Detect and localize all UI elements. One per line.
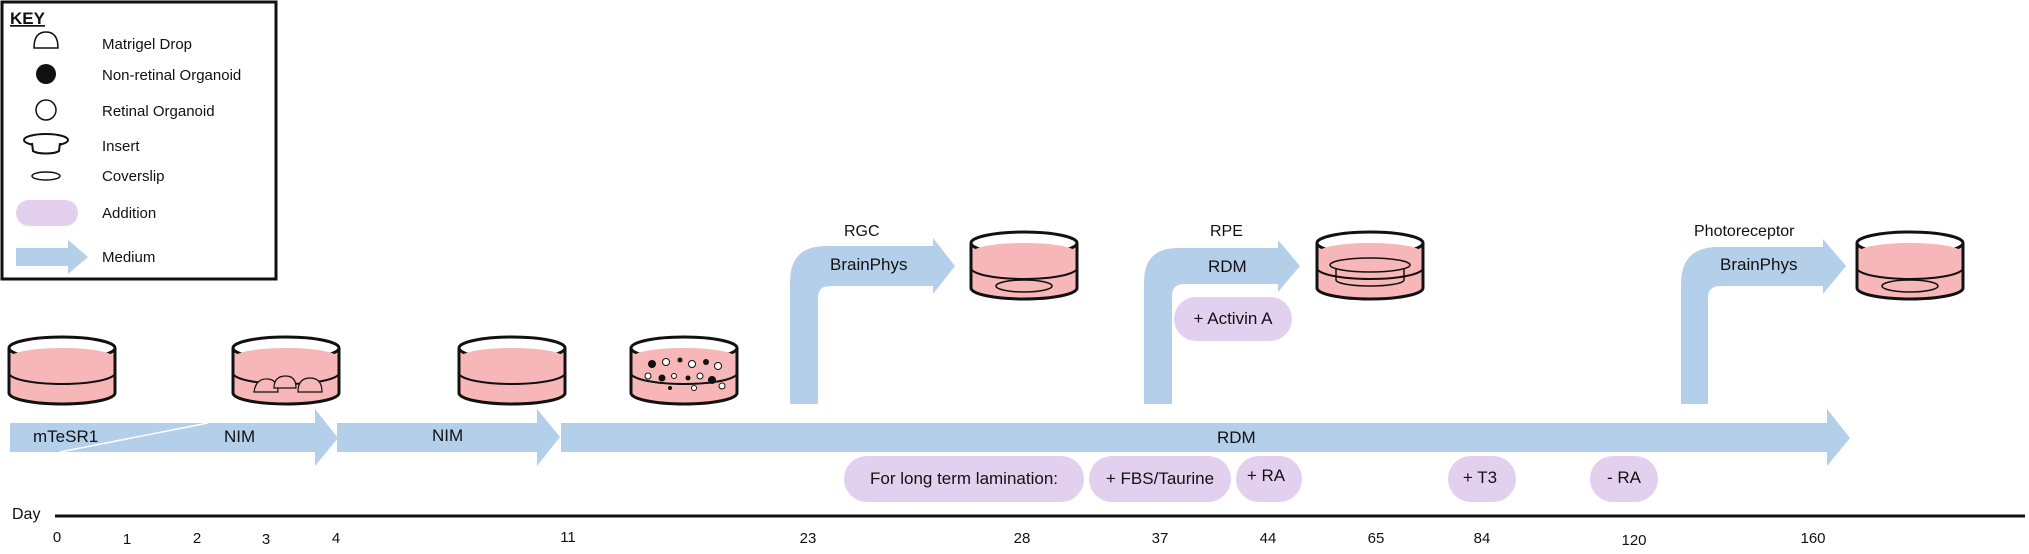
key-label-addition: Addition xyxy=(102,205,156,222)
day-label: 120 xyxy=(1621,532,1646,549)
day-label: 4 xyxy=(332,530,340,547)
key-label-matrigel-drop: Matrigel Drop xyxy=(102,36,192,53)
rgc-branch: RGC BrainPhys xyxy=(790,223,955,404)
retinal-organoid-icon xyxy=(35,99,57,121)
dish-rgc-coverslip xyxy=(969,230,1079,301)
rpe-branch-arrow xyxy=(1144,240,1300,404)
day-label: 65 xyxy=(1368,530,1385,547)
dish-day-3-matrigel xyxy=(231,335,341,406)
non-retinal-organoid-icon xyxy=(703,359,709,365)
matrigel-drop-icon xyxy=(273,375,297,389)
day-label: 0 xyxy=(53,529,61,546)
insert-icon xyxy=(1329,257,1411,273)
addition-activin-pill xyxy=(1174,297,1292,341)
medium-label-nim-2: NIM xyxy=(432,426,463,445)
addition-icon xyxy=(16,200,78,226)
matrigel-drop-icon xyxy=(297,377,323,393)
retinal-organoid-icon xyxy=(688,360,696,368)
coverslip-icon xyxy=(995,279,1053,293)
retinal-organoid-icon xyxy=(696,372,704,380)
non-retinal-organoid-icon xyxy=(677,357,683,363)
key-label-medium: Medium xyxy=(102,249,155,266)
additions: + Activin A For long term lamination: + … xyxy=(844,297,1658,502)
medium-label-mtesr1: mTeSR1 xyxy=(33,427,98,446)
day-label: 1 xyxy=(123,531,131,548)
photoreceptor-title: Photoreceptor xyxy=(1694,223,1795,240)
photoreceptor-branch: Photoreceptor BrainPhys xyxy=(1681,223,1846,404)
key-label-coverslip: Coverslip xyxy=(102,168,165,185)
removal-ra-label: - RA xyxy=(1607,468,1642,487)
rpe-title: RPE xyxy=(1210,223,1243,240)
dish-day-4 xyxy=(457,335,567,406)
retinal-organoid-icon xyxy=(662,358,670,366)
insert-icon-body xyxy=(1335,269,1405,287)
key-label-insert: Insert xyxy=(102,138,140,155)
non-retinal-organoid-icon xyxy=(668,386,672,390)
mtesr1-nim-arrow xyxy=(10,409,338,466)
nim-arrow xyxy=(337,409,560,466)
addition-fbs-label: + FBS/Taurine xyxy=(1106,469,1214,488)
rgc-title: RGC xyxy=(844,223,880,240)
matrigel-drop-icon xyxy=(33,31,59,49)
addition-fbs-pill xyxy=(1089,456,1231,502)
culture-dishes xyxy=(7,230,1965,406)
coverslip-icon xyxy=(31,171,61,181)
retinal-organoid-icon xyxy=(718,382,726,390)
addition-t3-pill xyxy=(1448,456,1516,502)
photoreceptor-medium-label: BrainPhys xyxy=(1720,255,1797,274)
insert-icon xyxy=(23,133,69,155)
day-label: 28 xyxy=(1014,530,1031,547)
day-label: 3 xyxy=(262,531,270,548)
medium-arrow-icon xyxy=(16,240,88,274)
key-title: KEY xyxy=(10,9,46,28)
day-label: 160 xyxy=(1800,530,1825,547)
medium-arrows: mTeSR1 NIM NIM RDM xyxy=(10,409,1850,466)
retinal-organoid-icon xyxy=(714,362,722,370)
key-label-retinal-organoid: Retinal Organoid xyxy=(102,103,215,120)
non-retinal-organoid-icon xyxy=(658,374,666,382)
addition-ra-pill xyxy=(1236,456,1302,502)
dish-day-0 xyxy=(7,335,117,406)
rgc-medium-label: BrainPhys xyxy=(830,255,907,274)
addition-ra-label: + RA xyxy=(1247,466,1286,485)
medium-label-nim-1: NIM xyxy=(224,427,255,446)
removal-ra-pill xyxy=(1590,456,1658,502)
day-label: 23 xyxy=(800,530,817,547)
retinal-organoid-icon xyxy=(671,373,677,379)
day-label: 11 xyxy=(560,529,576,546)
dish-day-11-organoids xyxy=(629,335,739,406)
non-retinal-organoid-icon xyxy=(685,375,691,381)
medium-transition-line xyxy=(59,422,209,453)
addition-t3-label: + T3 xyxy=(1463,468,1497,487)
addition-lamination-pill xyxy=(844,456,1084,502)
day-label: 44 xyxy=(1260,530,1277,547)
dish-photoreceptor-coverslip xyxy=(1855,230,1965,301)
key-label-non-retinal-organoid: Non-retinal Organoid xyxy=(102,67,241,84)
addition-lamination-label: For long term lamination: xyxy=(870,469,1058,488)
day-label: 37 xyxy=(1152,530,1169,547)
non-retinal-organoid-icon xyxy=(36,64,56,84)
retinal-organoid-icon xyxy=(691,385,697,391)
day-label: 84 xyxy=(1474,530,1491,547)
non-retinal-organoid-icon xyxy=(648,360,656,368)
photoreceptor-branch-arrow xyxy=(1681,239,1846,404)
non-retinal-organoid-icon xyxy=(708,376,716,384)
rdm-main-arrow xyxy=(561,409,1850,466)
medium-label-rdm-main: RDM xyxy=(1217,428,1256,447)
coverslip-icon xyxy=(1881,279,1939,293)
key-legend: KEY Matrigel Drop Non-retinal Organoid R… xyxy=(0,0,278,281)
timeline-label: Day xyxy=(12,506,40,523)
day-label: 2 xyxy=(193,530,201,547)
dish-rpe-insert xyxy=(1315,230,1425,301)
retinal-organoid-icon xyxy=(644,372,652,380)
addition-activin-label: + Activin A xyxy=(1194,309,1274,328)
rpe-medium-label: RDM xyxy=(1208,257,1247,276)
rpe-branch: RPE RDM xyxy=(1144,223,1300,404)
rgc-branch-arrow xyxy=(790,238,955,404)
